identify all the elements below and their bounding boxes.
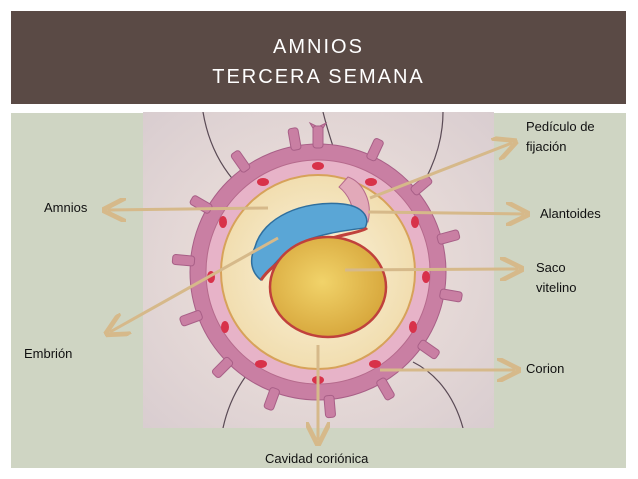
label-cavidad-corionica: Cavidad coriónica	[265, 451, 369, 466]
label-pediculo-line-2: fijación	[526, 139, 567, 154]
arrow-pediculo	[369, 143, 512, 200]
label-saco-vitelino: Saco vitelino	[536, 258, 576, 298]
label-pediculo-line-1: Pedículo de	[526, 119, 595, 134]
chorion-villus-spikes	[171, 125, 463, 419]
arrow-alantoides	[367, 212, 524, 214]
slide-title-line-2: TERCERA SEMANA	[212, 66, 425, 88]
label-amnios: Amnios	[44, 200, 88, 215]
label-saco-line-1: Saco	[536, 260, 566, 275]
slide-title-line-1: AMNIOS	[273, 36, 364, 58]
arrow-amnios	[108, 208, 269, 210]
label-alantoides: Alantoides	[540, 206, 601, 221]
arrow-embrion	[110, 236, 279, 332]
label-saco-line-2: vitelino	[536, 280, 577, 295]
yolk-sac	[268, 235, 388, 339]
label-pediculo-de-fijacion: Pedículo de fijación	[526, 117, 595, 157]
background-vessel	[412, 361, 464, 428]
label-embrion: Embrión	[24, 346, 73, 361]
title-bar: AMNIOS TERCERA SEMANA	[11, 11, 626, 104]
label-corion: Corion	[526, 361, 565, 376]
chorion-vessels	[207, 162, 430, 384]
arrow-saco-vitelino	[344, 269, 518, 270]
